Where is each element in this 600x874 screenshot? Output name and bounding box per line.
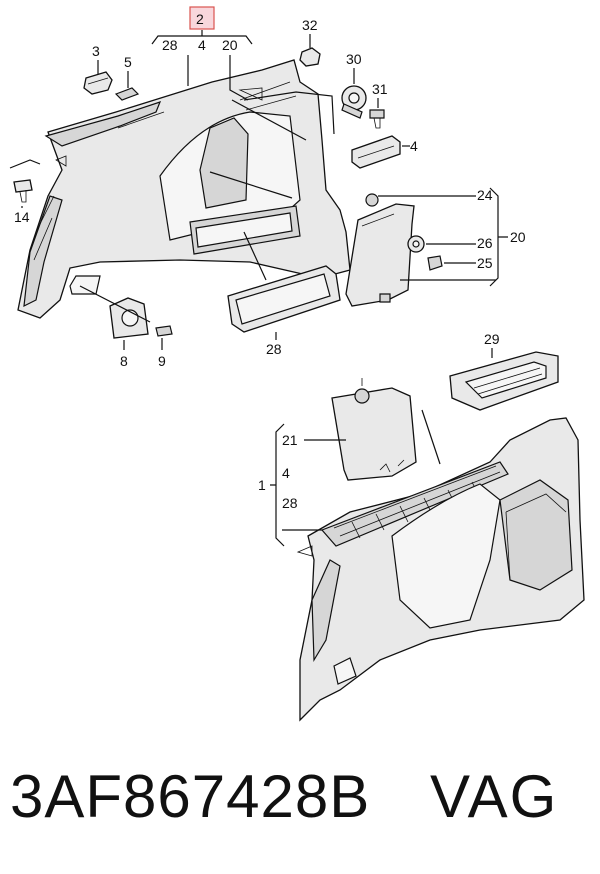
bracket-30 (341, 85, 367, 119)
label-4-right: 4 (410, 138, 418, 154)
lower-side-trim-panel (296, 417, 585, 722)
label-2: 2 (196, 11, 204, 27)
clip-25 (427, 255, 443, 271)
bracket-1 (270, 423, 285, 547)
brand-name: VAG (430, 763, 559, 830)
label-24: 24 (477, 187, 493, 203)
label-25: 25 (477, 255, 493, 271)
label-31: 31 (372, 81, 388, 97)
screw-31 (369, 109, 385, 129)
footer: 3AF867428B VAG (10, 762, 590, 842)
label-20-right: 20 (510, 229, 526, 245)
parts-diagram: 2 28 4 20 3 5 32 30 31 (9, 6, 585, 722)
label-1: 1 (258, 477, 266, 493)
label-21: 21 (282, 432, 298, 448)
clip-3 (83, 71, 113, 95)
upper-side-trim-panel (17, 59, 351, 319)
bolt-24 (365, 193, 379, 207)
label-4-top: 4 (198, 37, 206, 53)
label-4-lower: 4 (282, 465, 290, 481)
label-14: 14 (14, 209, 30, 225)
seal-frame-28 (227, 265, 341, 333)
highlight-box-2[interactable] (189, 6, 215, 30)
label-9: 9 (158, 353, 166, 369)
label-8: 8 (120, 353, 128, 369)
light-4 (351, 135, 401, 169)
side-cover-20 (345, 203, 415, 307)
part-number: 3AF867428B (10, 763, 371, 830)
storage-tray-29 (449, 351, 559, 411)
label-26: 26 (477, 235, 493, 251)
label-28-top: 28 (162, 37, 178, 53)
label-32: 32 (302, 17, 318, 33)
label-30: 30 (346, 51, 362, 67)
nut-32 (299, 47, 321, 67)
screw-9 (155, 325, 173, 337)
bracket-20-right (489, 187, 508, 287)
clip-14 (13, 179, 33, 203)
clip-5 (114, 87, 140, 101)
grommet-26 (407, 235, 425, 253)
label-29: 29 (484, 331, 500, 347)
label-5: 5 (124, 54, 132, 70)
cover-21 (331, 378, 417, 481)
bracket-2 (151, 30, 253, 45)
label-28-mid: 28 (266, 341, 282, 357)
label-3: 3 (92, 43, 100, 59)
label-28-lower: 28 (282, 495, 298, 511)
label-20-top: 20 (222, 37, 238, 53)
